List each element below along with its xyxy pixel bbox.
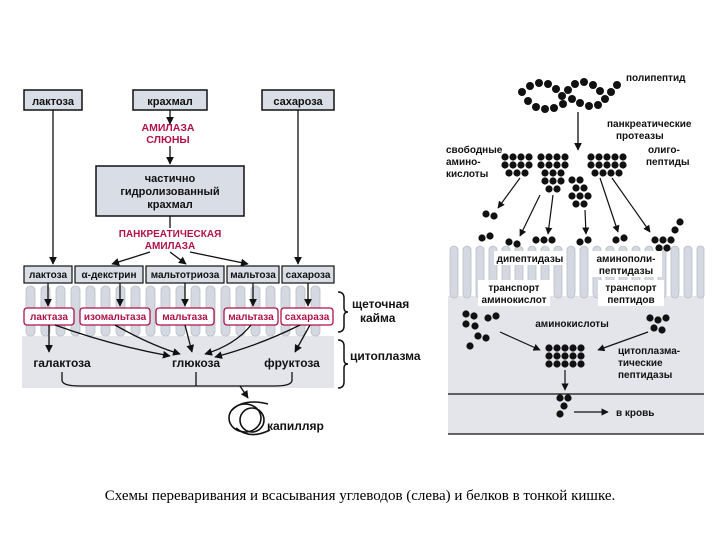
label-polypeptide: полипептид (626, 73, 686, 84)
free-amino-acids-icon (478, 210, 684, 252)
label-pancreatic-proteases-1: панкреатические (607, 119, 692, 130)
peptide-fragments-icon (501, 153, 627, 208)
label-salivary-amylase-2: СЛЮНЫ (146, 134, 189, 146)
label-lactose-top: лактоза (32, 96, 75, 108)
oligosaccharide-row: лактоза α-декстрин мальтотриоза мальтоза… (23, 265, 335, 284)
carb-cytoplasm-region (22, 336, 334, 388)
label-salivary-amylase-1: АМИЛАЗА (142, 122, 195, 134)
label-galactose: галактоза (33, 356, 91, 370)
box-partial-starch (95, 165, 245, 217)
polypeptide-chain-icon (518, 78, 621, 113)
label-cyto-peptidases-2: тические (618, 358, 663, 369)
row-sucrose: сахароза (286, 270, 331, 281)
brush-border-enzymes: лактаза изомальтаза мальтаза мальтаза са… (23, 307, 334, 326)
carbohydrate-panel: лактоза крахмал сахароза АМИЛАЗА СЛЮНЫ ч… (22, 89, 421, 436)
label-partial-2: гидролизованный (120, 186, 219, 198)
absorbed-amino-acids-icon (462, 310, 670, 350)
label-transport-peptides-2: пептидов (607, 295, 654, 306)
capillary-icon (228, 401, 271, 436)
row-maltose: мальтоза (230, 270, 276, 281)
label-capillary: капилляр (267, 419, 324, 433)
amino-acid-grid-icon (545, 344, 585, 368)
enzyme-sucrase: сахараза (285, 312, 330, 323)
label-starch: крахмал (147, 96, 193, 108)
label-fructose: фруктоза (264, 356, 320, 370)
row-alpha-dextrin: α-декстрин (81, 270, 136, 281)
label-partial-3: крахмал (147, 199, 193, 211)
label-free-amino-3: кислоты (446, 169, 488, 180)
label-pancreatic-amylase-2: АМИЛАЗА (145, 241, 195, 252)
label-amino-acids: аминокислоты (535, 319, 609, 330)
label-transport-amino-2: аминокислот (482, 295, 547, 306)
label-dipeptidases: дипептидазы (497, 254, 564, 265)
label-sucrose-top: сахароза (273, 96, 323, 108)
label-to-blood: в кровь (616, 408, 654, 419)
enzyme-maltase-1: мальтаза (162, 312, 208, 323)
label-aminopolypeptidases-1: аминополи- (597, 254, 656, 265)
protein-panel: полипептид панкреатические протеазы своб… (446, 73, 705, 435)
label-glucose: глюкоза (172, 356, 220, 370)
row-maltotriose: мальтотриоза (151, 270, 220, 281)
label-transport-peptides-1: транспорт (605, 283, 656, 294)
figure-caption: Схемы переваривания и всасывания углевод… (104, 488, 616, 504)
enzyme-lactase: лактаза (30, 312, 68, 323)
enzyme-maltase-2: мальтаза (228, 312, 274, 323)
label-transport-amino-1: транспорт (488, 283, 539, 294)
label-cyto-peptidases-3: пептидазы (618, 370, 672, 381)
label-free-amino-2: амино- (446, 157, 481, 168)
enzyme-isomaltase: изомальтаза (84, 312, 147, 323)
label-cytoplasm: цитоплазма (350, 349, 421, 363)
row-lactose: лактоза (29, 270, 68, 281)
blood-amino-acids-icon (556, 394, 572, 418)
label-oligopeptides-1: олиго- (648, 145, 680, 156)
label-pancreatic-proteases-2: протеазы (616, 131, 664, 142)
label-free-amino-1: свободные (446, 144, 503, 156)
label-cyto-peptidases-1: цитоплазма- (618, 346, 680, 357)
label-oligopeptides-2: пептиды (646, 157, 690, 168)
label-aminopolypeptidases-2: пептидазы (599, 266, 653, 277)
label-pancreatic-amylase-1: ПАНКРЕАТИЧЕСКАЯ (119, 229, 222, 240)
label-brush-border-1: щеточная (352, 297, 409, 311)
label-brush-border-2: кайма (360, 311, 396, 325)
label-partial-1: частично (145, 173, 196, 185)
